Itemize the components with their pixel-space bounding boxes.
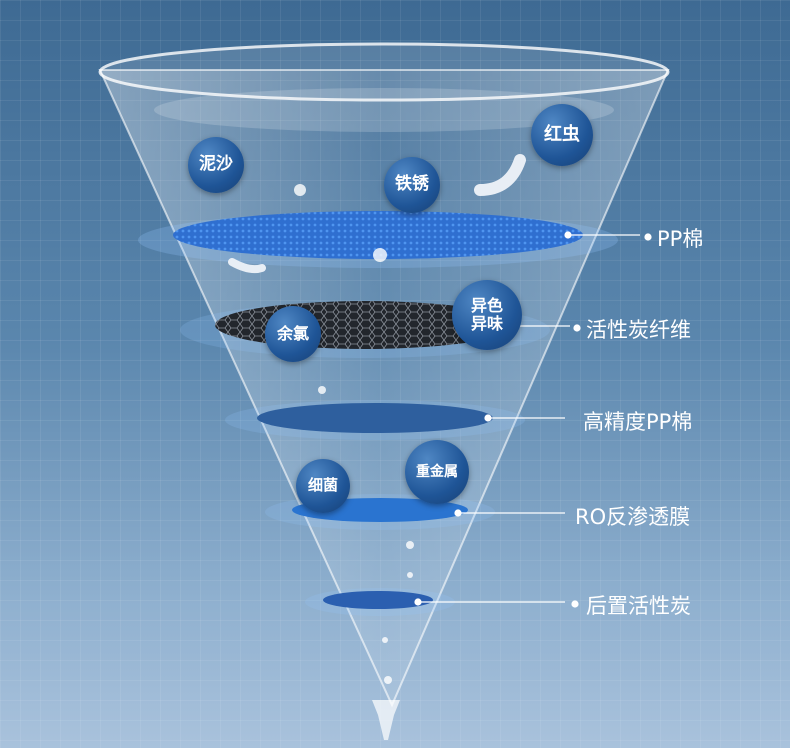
- layer-label-carbon-fiber: 活性炭纤维: [586, 318, 691, 342]
- contaminant-silt: 泥沙: [188, 137, 244, 193]
- layer-label-post-carbon: 后置活性炭: [586, 594, 691, 618]
- faucet-tip: [372, 700, 400, 740]
- contaminant-rust: 铁锈: [384, 157, 440, 213]
- layer-post-carbon: [323, 591, 433, 609]
- bubble-text: 细菌: [307, 476, 338, 495]
- layer-pp-cotton: [173, 211, 583, 259]
- contaminant-bacteria: 细菌: [296, 459, 350, 513]
- layer-label-high-precision-pp: 高精度PP棉: [583, 410, 693, 434]
- layer-label-ro-membrane: RO反渗透膜: [575, 505, 691, 529]
- worm-icon: [228, 258, 266, 274]
- bubble-text: 红虫: [544, 123, 580, 145]
- contaminant-chlorine: 余氯: [265, 306, 321, 362]
- contaminant-odor: 异色 异味: [452, 280, 522, 350]
- layer-high-precision-pp: [257, 403, 493, 433]
- contaminant-heavy-metal: 重金属: [405, 440, 469, 504]
- bubble-text: 重金属: [416, 463, 458, 480]
- bubble-text: 余氯: [276, 323, 309, 343]
- bubble-text: 异色 异味: [470, 295, 503, 333]
- contaminant-redworm: 红虫: [531, 104, 593, 166]
- layer-label-pp-cotton: PP棉: [657, 227, 704, 251]
- worm-icon: [474, 154, 526, 196]
- bubble-text: 泥沙: [199, 154, 233, 175]
- bubble-text: 铁锈: [395, 174, 429, 195]
